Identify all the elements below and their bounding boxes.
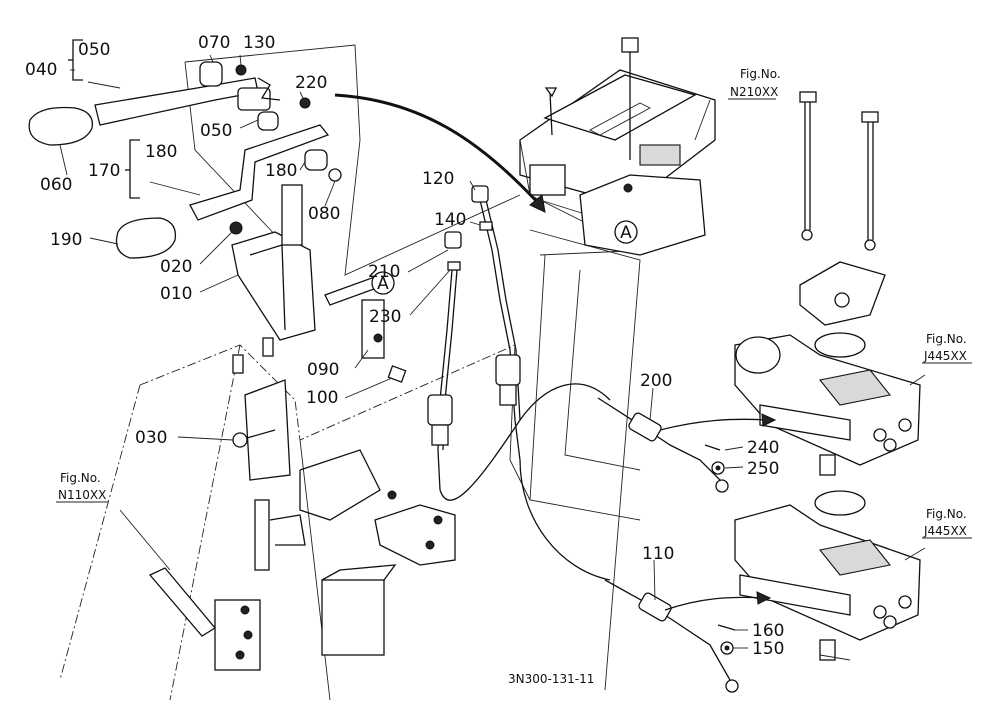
callout-a-right: A <box>614 220 638 244</box>
label-250: 250 <box>747 459 779 479</box>
leader-lines <box>59 39 926 649</box>
fig-ref-j445-lower-title: Fig.No. <box>926 507 967 521</box>
label-100: 100 <box>306 388 338 408</box>
lever-assembly <box>28 61 456 671</box>
label-220: 220 <box>295 73 327 93</box>
callout-circle <box>371 271 395 295</box>
label-160: 160 <box>752 621 784 641</box>
fig-ref-j445-lower-code: J445XX <box>923 524 967 538</box>
assembly-arrows <box>334 93 777 611</box>
callout-a-label: A <box>620 223 632 243</box>
top-panel-assembly <box>519 37 716 256</box>
valve-assemblies <box>734 91 921 661</box>
label-050: 050 <box>78 40 110 60</box>
label-230: 230 <box>369 307 401 327</box>
fig-ref-j445-upper-title: Fig.No. <box>926 332 967 346</box>
label-190: 190 <box>50 230 82 250</box>
part-number-labels: 050 040 070 130 220 050 060 180 170 180 … <box>25 33 784 659</box>
label-060: 060 <box>40 175 72 195</box>
label-050-bushing: 050 <box>200 121 232 141</box>
label-180-lever: 180 <box>145 142 177 162</box>
fig-ref-n110-code: N110XX <box>58 488 106 502</box>
fig-ref-n110-title: Fig.No. <box>60 471 101 485</box>
label-080: 080 <box>308 204 340 224</box>
label-070: 070 <box>198 33 230 53</box>
control-cables <box>427 185 739 693</box>
label-150: 150 <box>752 639 784 659</box>
label-140: 140 <box>434 210 466 230</box>
label-130: 130 <box>243 33 275 53</box>
label-090: 090 <box>307 360 339 380</box>
label-030: 030 <box>135 428 167 448</box>
fig-ref-n210-code: N210XX <box>730 85 778 99</box>
label-200: 200 <box>640 371 672 391</box>
label-020: 020 <box>160 257 192 277</box>
fig-ref-n210-title: Fig.No. <box>740 67 781 81</box>
label-120: 120 <box>422 169 454 189</box>
callout-a-left: A <box>371 271 395 295</box>
drawing-number: 3N300-131-11 <box>508 672 594 686</box>
label-180-bushing: 180 <box>265 161 297 181</box>
label-170: 170 <box>88 161 120 181</box>
callout-circle <box>614 220 638 244</box>
label-040: 040 <box>25 60 57 80</box>
figure-references: Fig.No. N210XX Fig.No. J445XX Fig.No. J4… <box>56 67 972 539</box>
callout-a-label: A <box>377 274 389 294</box>
label-240: 240 <box>747 438 779 458</box>
label-010: 010 <box>160 284 192 304</box>
label-110: 110 <box>642 544 674 564</box>
label-210: 210 <box>368 262 400 282</box>
fig-ref-j445-upper-code: J445XX <box>923 349 967 363</box>
